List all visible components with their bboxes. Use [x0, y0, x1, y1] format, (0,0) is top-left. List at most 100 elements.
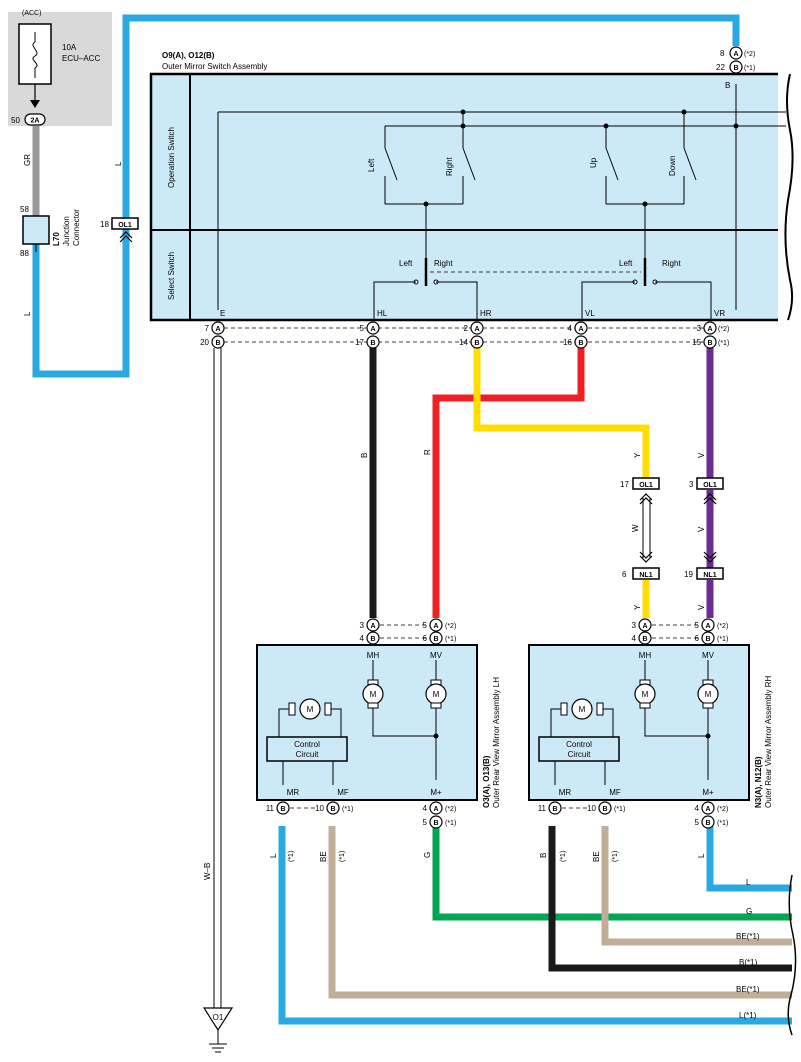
label-w: W: [631, 524, 640, 532]
mirror-rh-mr-conn: [548, 801, 562, 815]
switch-pin-b-4: 15: [692, 338, 701, 347]
label-y2: Y: [633, 604, 642, 610]
select-right-left: Left: [619, 259, 633, 268]
switch-left-label: Left: [367, 158, 376, 172]
motor-icon: [571, 698, 593, 720]
mirror-rh-motor-0: M: [642, 690, 649, 699]
nl1-connector-v: [696, 567, 724, 580]
top-connector-a: [729, 46, 743, 60]
junction-name2: Connector: [72, 209, 81, 246]
mirror-lh-top-note-b: (*1): [445, 636, 456, 643]
mirror-lh-control-2: Circuit: [296, 750, 319, 759]
nl1-pin-v: 19: [684, 570, 693, 579]
label-be-rh: BE: [592, 851, 601, 862]
mirror-rh-top-b-0: 4: [632, 634, 637, 643]
switch-note-a: (*2): [718, 326, 729, 333]
switch-assembly-box: [149, 72, 793, 322]
switch-right-label: Right: [445, 157, 454, 176]
label-wb: W–B: [203, 863, 212, 880]
switch-connector-b-3: [574, 335, 588, 349]
fuse-arrow-icon: [30, 100, 40, 108]
ol1-label-v: OL1: [703, 482, 717, 489]
top-note-b: (*1): [744, 65, 755, 72]
mirror-lh-mv: MV: [430, 651, 443, 660]
ol1-left-pin: 18: [100, 220, 109, 229]
exit-l: L: [746, 878, 751, 887]
mirror-rh-top-conn-a-1: [701, 618, 715, 632]
terminal-vl: VL: [585, 309, 595, 318]
select-right-right: Right: [662, 259, 681, 268]
label-b: B: [360, 453, 369, 458]
ol1-pin-y: 17: [620, 480, 629, 489]
label-be-lh: BE: [319, 851, 328, 862]
mirror-rh-mr: MR: [559, 788, 572, 797]
mirror-lh-top-conn-b-1: [429, 631, 443, 645]
terminal-hr: HR: [480, 309, 492, 318]
top-connector-a-letter: A: [733, 51, 738, 58]
mirror-rh-mp-conn-a: [701, 801, 715, 815]
ol1-connector-y: [632, 477, 660, 490]
mirror-rh-mp-note-b: (*1): [717, 820, 728, 827]
mirror-lh-box: [256, 644, 478, 801]
label-v3: V: [697, 604, 706, 610]
mirror-rh-mp-note-a: (*2): [717, 806, 728, 813]
switch-connector-b-2: [470, 335, 484, 349]
mirror-lh-top-conn-b-1-letter: B: [433, 636, 438, 643]
mirror-lh-mp-conn-a: [429, 801, 443, 815]
mirror-lh-top-conn-b-0: [366, 631, 380, 645]
switch-connector-b-3-letter: B: [578, 340, 583, 347]
mirror-lh-top-a-1: 5: [423, 621, 428, 630]
mirror-lh-mr-conn: [276, 801, 290, 815]
fuse-name: ECU–ACC: [62, 54, 100, 63]
select-left-left: Left: [399, 259, 413, 268]
switch-connector-a-1: [366, 321, 380, 335]
mirror-lh-mp-conn-b-letter: B: [433, 820, 438, 827]
switch-pin-b-2: 14: [459, 338, 468, 347]
switch-pin-a-2: 2: [464, 324, 469, 333]
label-y1: Y: [633, 452, 642, 458]
mirror-rh-control-1: Control: [566, 740, 592, 749]
mirror-rh-mh: MH: [639, 651, 652, 660]
switch-pin-a-0: 7: [205, 324, 210, 333]
ol1-left-label: OL1: [118, 222, 132, 229]
mirror-lh-mp-note-b: (*1): [445, 820, 456, 827]
switch-pin-a-4: 3: [697, 324, 702, 333]
terminal-b: B: [725, 81, 730, 90]
mirror-rh-top-conn-a-0: [638, 618, 652, 632]
switch-connector-a-0-letter: A: [215, 326, 220, 333]
label-l-up: L: [114, 161, 123, 166]
fuse-icon: [32, 32, 38, 78]
mirror-lh-top-conn-a-0-letter: A: [370, 623, 375, 630]
mirror-lh-top-b-0: 4: [360, 634, 365, 643]
ol1-pin-v: 3: [689, 480, 694, 489]
acc-label: (ACC): [22, 10, 41, 17]
mirror-rh-mplus: M+: [702, 788, 714, 797]
right-cut-edge: [787, 874, 797, 1036]
switch-connector-a-2-letter: A: [474, 326, 479, 333]
mirror-rh-mr-pin: 11: [538, 804, 547, 813]
label-l-rh: L: [697, 853, 706, 858]
mirror-rh-box: [528, 644, 750, 801]
mirror-lh-mf-pin: 10: [315, 804, 324, 813]
switch-connector-a-4: [703, 321, 717, 335]
mirror-rh-mp-a: 4: [695, 804, 700, 813]
mirror-lh-control-1: Control: [294, 740, 320, 749]
mirror-lh-mf-note: (*1): [342, 806, 353, 813]
ol1-left-connector: [111, 217, 139, 230]
mirror-rh-top-note-b: (*1): [717, 636, 728, 643]
switch-connector-b-4-letter: B: [707, 340, 712, 347]
mirror-rh-id: N3(A), N12(B): [754, 756, 763, 808]
top-pin-b: 22: [716, 63, 725, 72]
top-note-a: (*2): [744, 51, 755, 58]
top-connector-b-letter: B: [733, 65, 738, 72]
switch-connector-b-1: [366, 335, 380, 349]
mirror-lh-mp-b: 5: [423, 818, 428, 827]
select-left-right: Right: [434, 259, 453, 268]
switch-pin-b-0: 20: [200, 338, 209, 347]
mirror-rh-mv: MV: [702, 651, 715, 660]
mirror-lh-mp-a: 4: [423, 804, 428, 813]
mirror-lh-mp-conn-b: [429, 815, 443, 829]
mirror-rh-control-2: Circuit: [568, 750, 591, 759]
